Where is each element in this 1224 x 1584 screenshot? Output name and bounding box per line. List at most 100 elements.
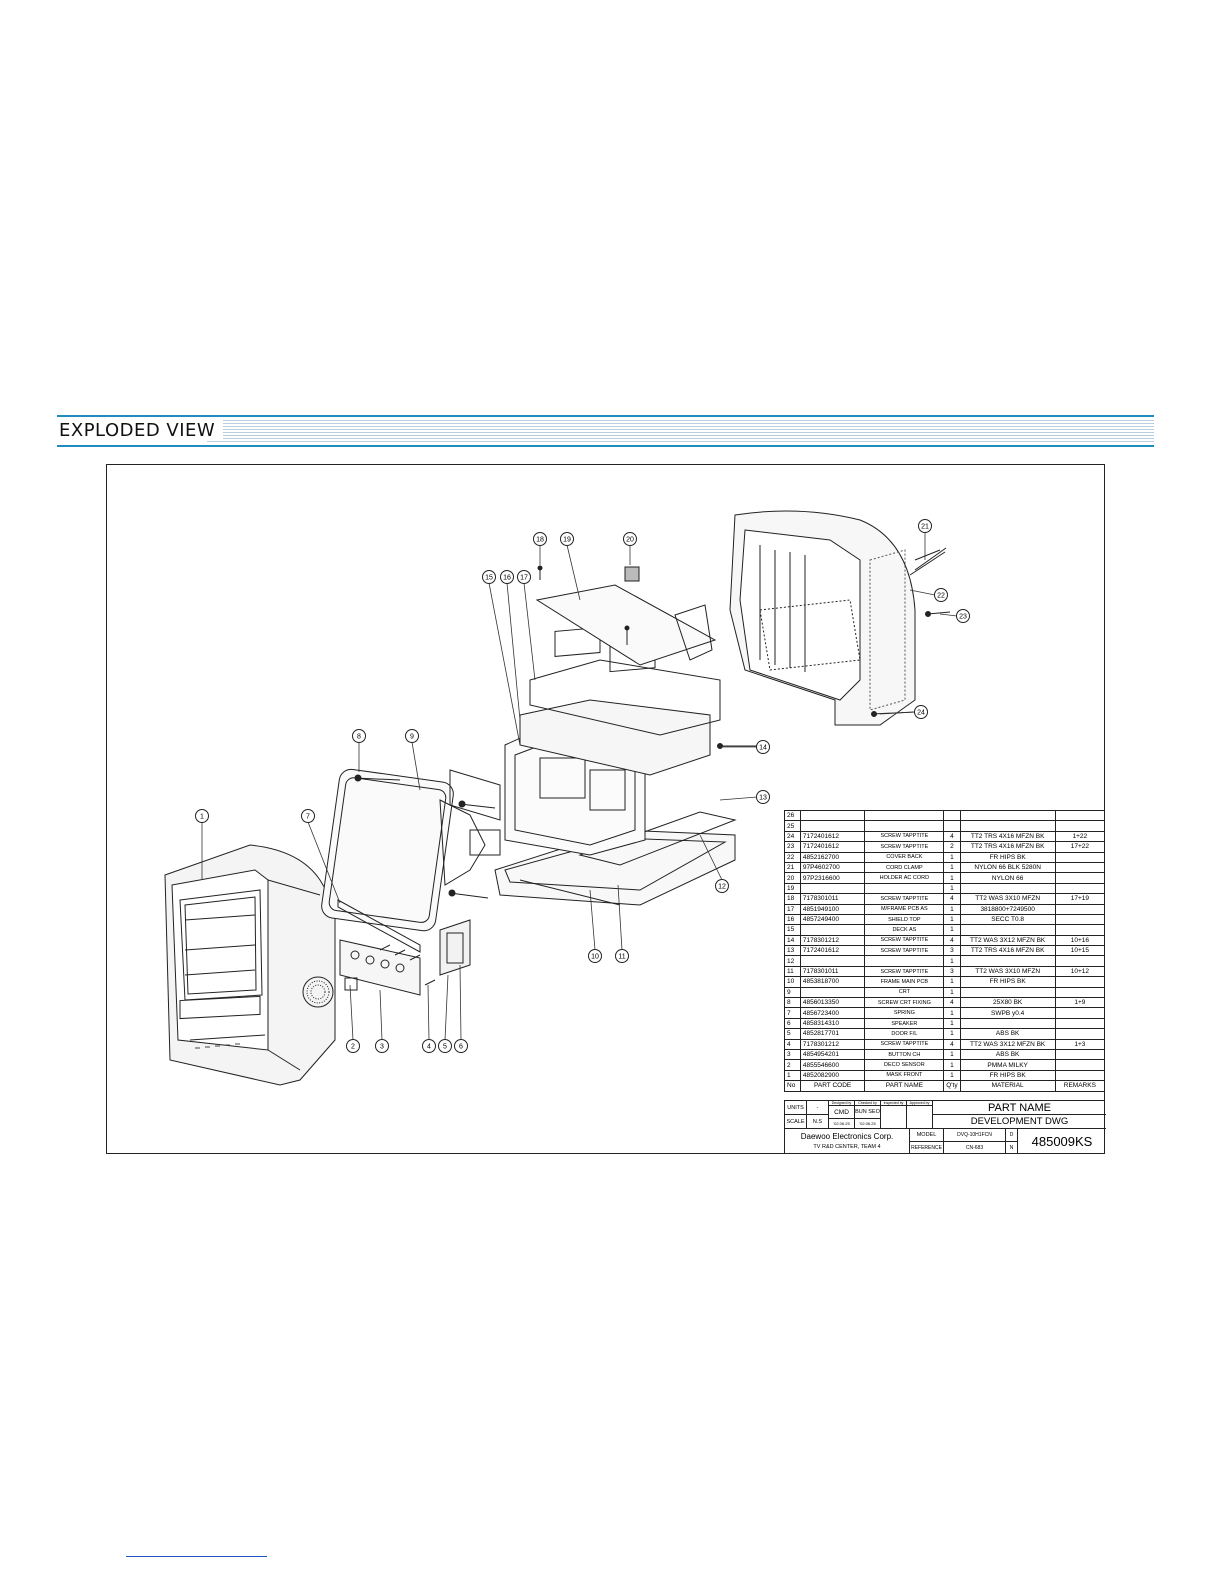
- bom-cell-remarks: [1054, 1028, 1106, 1040]
- checked-label: Checked by: [855, 1101, 881, 1106]
- front-small-parts: [337, 899, 471, 996]
- bom-cell-qty: 1: [943, 913, 961, 926]
- bom-cell-remarks: [1054, 861, 1106, 874]
- bom-cell-code: 7178301212: [799, 934, 866, 947]
- callout-12: 12: [715, 879, 729, 893]
- bom-cell-name: DOOR F/L: [864, 1028, 945, 1040]
- bom-cell-name: [864, 820, 945, 832]
- bom-cell-code: 97P4602700: [799, 861, 866, 874]
- svg-text:19: 19: [563, 537, 571, 544]
- svg-text:20: 20: [626, 537, 634, 544]
- parts-list-row: 26: [784, 809, 1106, 822]
- approved-label: Approved by: [907, 1101, 933, 1106]
- callout-17: 17: [517, 570, 531, 584]
- reference-label: REFERENCE: [910, 1142, 944, 1154]
- bom-cell-no: 24: [784, 830, 801, 843]
- bom-cell-qty: [943, 809, 961, 822]
- callout-bubbles: 1 2 3 4 5 6 7 8 9 10 11 12 13 14 15 16 1…: [195, 519, 970, 1053]
- bom-cell-code: [799, 955, 866, 967]
- col-qty: Q'ty: [943, 1080, 961, 1092]
- callout-4: 4: [422, 1039, 436, 1053]
- bom-cell-qty: 3: [943, 965, 961, 978]
- bom-cell-no: 5: [784, 1028, 801, 1040]
- bom-cell-material: TT2 TRS 4X16 MFZN BK: [959, 945, 1056, 957]
- bom-cell-material: ABS BK: [959, 1028, 1056, 1040]
- bom-cell-no: 11: [784, 965, 801, 978]
- bom-cell-material: [959, 809, 1056, 822]
- parts-list-header-row: No PART CODE PART NAME Q'ty MATERIAL REM…: [784, 1080, 1106, 1092]
- bom-cell-name: SCREW TAPPTITE: [864, 841, 945, 853]
- svg-text:17: 17: [520, 575, 528, 582]
- bom-cell-name: HOLDER AC CORD: [864, 872, 945, 884]
- bom-cell-no: 13: [784, 945, 801, 957]
- bom-cell-no: 22: [784, 851, 801, 863]
- callout-11: 11: [615, 949, 629, 963]
- bom-cell-remarks: 1+9: [1054, 997, 1106, 1009]
- bom-cell-no: 26: [784, 809, 801, 822]
- bom-cell-no: 7: [784, 1007, 801, 1019]
- bom-cell-no: 17: [784, 903, 801, 915]
- bom-cell-code: 7172401612: [799, 945, 866, 957]
- callout-1: 1: [195, 809, 209, 823]
- svg-text:12: 12: [718, 884, 726, 891]
- bom-cell-qty: 4: [943, 1038, 961, 1051]
- callout-15: 15: [482, 570, 496, 584]
- callout-8: 8: [352, 729, 366, 743]
- scale-label: SCALE: [785, 1115, 807, 1129]
- bom-cell-code: 7172401612: [799, 841, 866, 853]
- bom-cell-no: 6: [784, 1017, 801, 1030]
- bom-cell-remarks: [1054, 1007, 1106, 1019]
- bom-cell-name: [864, 882, 945, 895]
- svg-text:1: 1: [200, 814, 204, 821]
- header-top-rule: [57, 415, 1154, 417]
- bom-cell-name: SCREW TAPPTITE: [864, 945, 945, 957]
- bom-cell-qty: 4: [943, 934, 961, 947]
- bom-cell-name: [864, 955, 945, 967]
- svg-text:13: 13: [759, 795, 767, 802]
- bom-cell-code: [799, 986, 866, 999]
- bom-cell-remarks: 17+19: [1054, 893, 1106, 905]
- col-part-code: PART CODE: [799, 1080, 866, 1092]
- bom-cell-material: FR HIPS BK: [959, 851, 1056, 863]
- bom-cell-remarks: [1054, 924, 1106, 936]
- section-header: EXPLODED VIEW: [57, 415, 1154, 447]
- bom-cell-qty: 1: [943, 872, 961, 884]
- svg-text:23: 23: [959, 614, 967, 621]
- bom-cell-material: TT2 WAS 3X12 MFZN BK: [959, 1038, 1056, 1051]
- bom-cell-no: 23: [784, 841, 801, 853]
- bom-cell-qty: 1: [943, 1007, 961, 1019]
- bom-cell-qty: 1: [943, 1017, 961, 1030]
- svg-text:5: 5: [443, 1044, 447, 1051]
- bom-cell-material: [959, 924, 1056, 936]
- header-bottom-rule: [57, 445, 1154, 447]
- svg-text:8: 8: [357, 734, 361, 741]
- svg-text:15: 15: [485, 575, 493, 582]
- bom-cell-remarks: [1054, 882, 1106, 895]
- bom-cell-material: FR HIPS BK: [959, 1069, 1056, 1082]
- bom-cell-material: FR HIPS BK: [959, 976, 1056, 988]
- bom-cell-remarks: 1+22: [1054, 830, 1106, 843]
- units-value: -: [807, 1101, 829, 1115]
- svg-text:10: 10: [591, 954, 599, 961]
- designed-label: Designed by: [829, 1101, 855, 1106]
- bom-cell-remarks: 10+12: [1054, 965, 1106, 978]
- bom-cell-material: TT2 WAS 3X10 MFZN: [959, 965, 1056, 978]
- inspected-label: Inspected by: [881, 1101, 907, 1106]
- callout-21: 21: [918, 519, 932, 533]
- bom-cell-code: 4852162700: [799, 851, 866, 863]
- bom-cell-code: 4854954201: [799, 1048, 866, 1061]
- bom-cell-remarks: [1054, 986, 1106, 999]
- bom-cell-name: M/FRAME PCB AS: [864, 903, 945, 915]
- bom-cell-name: SPRING: [864, 1007, 945, 1019]
- inspected-value: [881, 1106, 907, 1129]
- bom-cell-no: 25: [784, 820, 801, 832]
